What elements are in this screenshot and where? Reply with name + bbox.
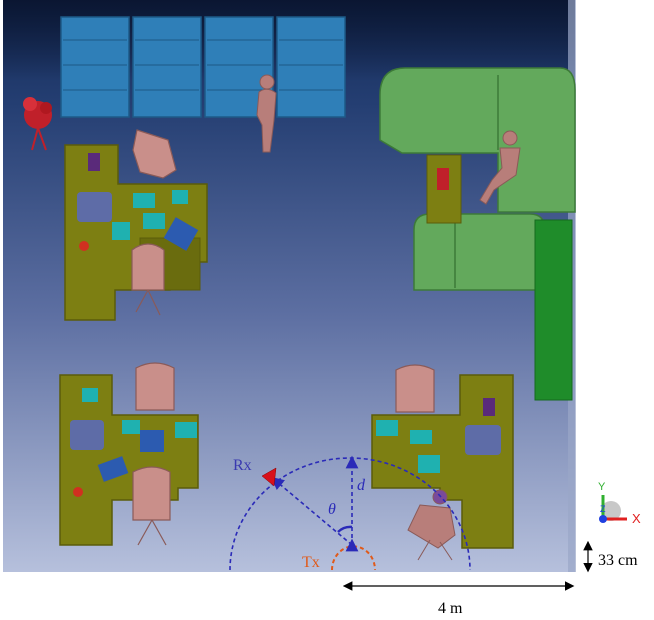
rx-label: Rx (233, 457, 252, 474)
bookshelf (276, 16, 346, 118)
scale-label-horizontal: 4 m (438, 600, 463, 617)
bookshelf-row (60, 16, 346, 118)
tx-label: Tx (302, 554, 320, 571)
angle-arc (337, 525, 353, 533)
bookshelf (132, 16, 202, 118)
axis-y-label: Y (598, 481, 606, 493)
green-pillar (534, 219, 573, 401)
person-standing (256, 74, 277, 153)
potted-plant (23, 97, 52, 151)
office-chair (131, 129, 177, 316)
rx-direction-line (271, 476, 353, 546)
bookshelf (60, 16, 130, 118)
axis-triad: Y X Z (598, 481, 641, 526)
distance-label: d (357, 477, 366, 494)
desk-bottom-right (371, 374, 514, 549)
person-seated (479, 130, 521, 205)
person-seated-desk (407, 489, 456, 561)
office-chair (132, 362, 175, 546)
axis-z-label: Z (600, 504, 606, 514)
rx-marker (261, 467, 277, 487)
office-chair (395, 364, 435, 413)
scale-label-vertical: 33 cm (598, 552, 638, 569)
sofa (379, 67, 576, 291)
side-table (426, 154, 462, 224)
axis-x-label: X (632, 511, 641, 526)
desk-bottom-left (59, 374, 199, 546)
angle-label: θ (328, 501, 336, 518)
